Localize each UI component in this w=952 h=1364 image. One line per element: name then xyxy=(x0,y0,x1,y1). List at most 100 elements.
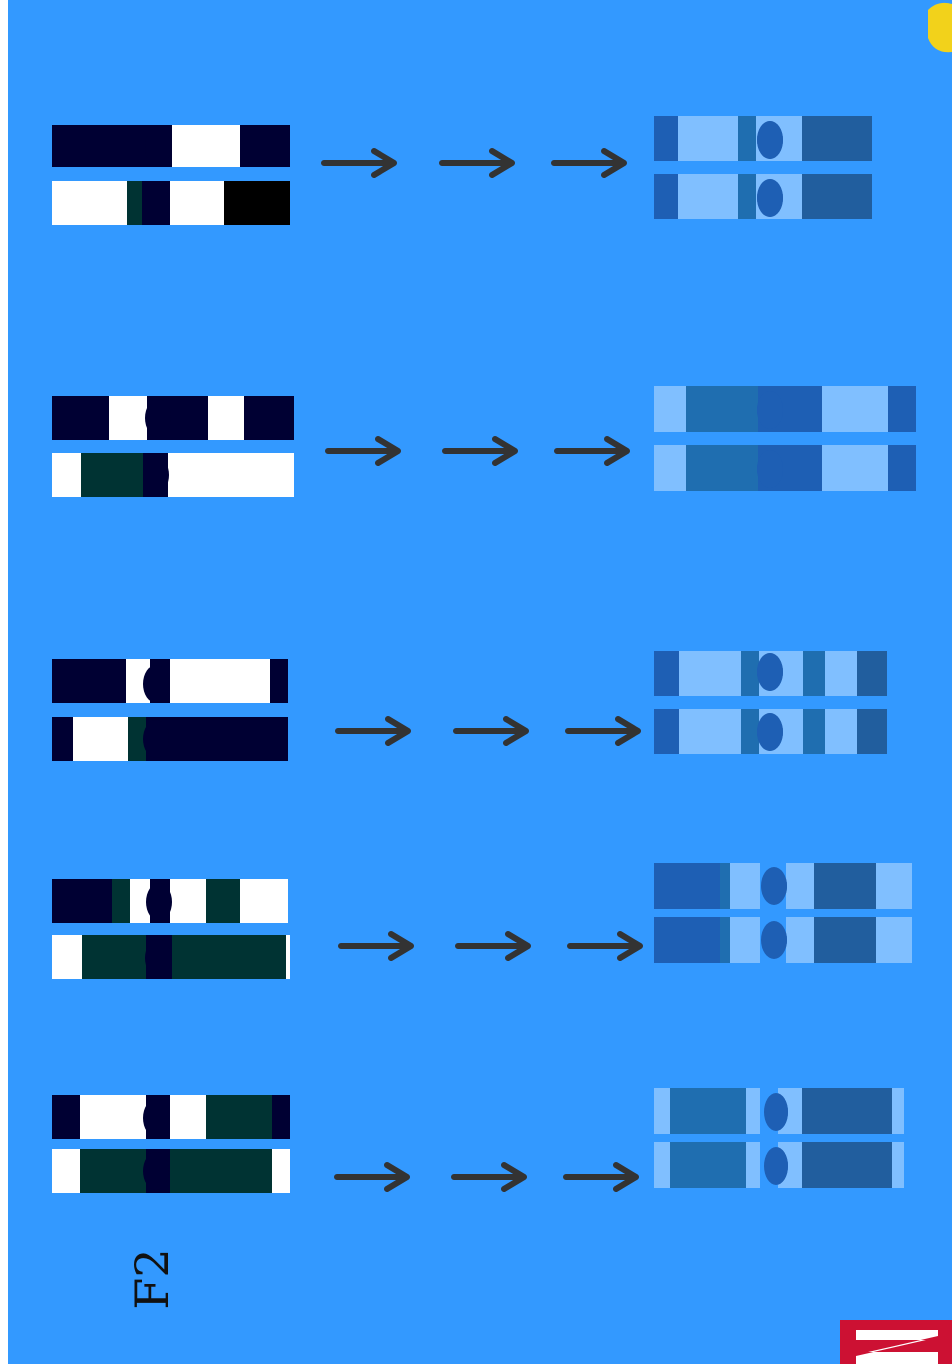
centromere-icon xyxy=(143,184,169,222)
parent-chromosome-segment xyxy=(52,453,81,497)
offspring-chromosome-segment xyxy=(654,445,686,491)
chromosome-panel xyxy=(8,0,952,1364)
centromere-icon xyxy=(143,1099,169,1137)
offspring-chromosome-segment xyxy=(803,651,825,696)
parent-chromosome-segment xyxy=(73,717,128,761)
parent-chromosome-segment xyxy=(52,125,147,167)
parent-chromosome-segment xyxy=(270,659,288,703)
offspring-chromosome-segment xyxy=(654,386,686,432)
offspring-chromosome-segment xyxy=(730,863,760,909)
offspring-chromosome-segment xyxy=(686,445,758,491)
offspring-chromosome-segment xyxy=(746,1142,760,1188)
parent-chromosome-segment xyxy=(127,181,142,225)
centromere-icon xyxy=(145,939,171,977)
offspring-chromosome-segment xyxy=(670,1142,746,1188)
corner-logo-icon xyxy=(928,2,952,53)
offspring-chromosome-segment xyxy=(746,1088,760,1134)
right-arrow-icon xyxy=(335,716,411,746)
parent-chromosome-segment xyxy=(272,1149,290,1193)
right-arrow-icon xyxy=(563,1162,639,1192)
offspring-chromosome-segment xyxy=(802,1088,892,1134)
parent-chromosome-segment xyxy=(52,1149,80,1193)
parent-chromosome-segment xyxy=(52,181,127,225)
offspring-chromosome-segment xyxy=(720,917,730,963)
parent-chromosome-segment xyxy=(81,453,143,497)
parent-chromosome-segment xyxy=(206,879,240,923)
right-arrow-icon xyxy=(451,1162,527,1192)
offspring-chromosome-segment xyxy=(678,116,738,161)
offspring-chromosome-segment xyxy=(786,386,822,432)
offspring-chromosome-segment xyxy=(679,651,741,696)
parent-chromosome-segment xyxy=(224,181,290,225)
parent-chromosome-segment xyxy=(128,717,146,761)
centromere-icon xyxy=(143,720,169,758)
centromere-icon xyxy=(145,128,171,166)
parent-chromosome-segment xyxy=(172,935,286,979)
right-arrow-icon xyxy=(321,148,397,178)
offspring-chromosome-segment xyxy=(654,1142,670,1188)
offspring-chromosome-segment xyxy=(654,1088,670,1134)
generation-label: F2 xyxy=(125,1248,179,1310)
parent-chromosome-segment xyxy=(208,396,244,440)
right-arrow-icon xyxy=(338,931,414,961)
offspring-chromosome-segment xyxy=(814,863,876,909)
centromere-icon xyxy=(145,399,171,437)
parent-chromosome-segment xyxy=(170,1095,206,1139)
parent-chromosome-segment xyxy=(52,879,112,923)
parent-chromosome-segment xyxy=(206,1095,272,1139)
offspring-chromosome-segment xyxy=(857,651,887,696)
parent-chromosome-segment xyxy=(170,879,206,923)
right-arrow-icon xyxy=(551,148,627,178)
offspring-chromosome-segment xyxy=(892,1142,904,1188)
parent-chromosome-segment xyxy=(172,717,288,761)
right-arrow-icon xyxy=(567,931,643,961)
parent-chromosome-segment xyxy=(52,659,126,703)
parent-chromosome-segment xyxy=(286,935,290,979)
centromere-icon xyxy=(761,921,787,959)
offspring-chromosome-segment xyxy=(825,651,857,696)
offspring-chromosome-segment xyxy=(730,917,760,963)
centromere-icon xyxy=(146,883,172,921)
parent-chromosome-segment xyxy=(272,1095,290,1139)
offspring-chromosome-segment xyxy=(654,709,679,754)
offspring-chromosome-segment xyxy=(741,709,759,754)
parent-chromosome-segment xyxy=(170,659,270,703)
centromere-icon xyxy=(764,1093,788,1131)
offspring-chromosome-segment xyxy=(822,386,888,432)
right-arrow-icon xyxy=(325,436,401,466)
offspring-chromosome-segment xyxy=(814,917,876,963)
offspring-chromosome-segment xyxy=(654,651,679,696)
parent-chromosome-segment xyxy=(112,879,130,923)
parent-chromosome-segment xyxy=(172,125,240,167)
offspring-chromosome-segment xyxy=(888,386,916,432)
offspring-chromosome-segment xyxy=(802,174,872,219)
offspring-chromosome-segment xyxy=(738,116,756,161)
centromere-icon xyxy=(757,179,783,217)
right-arrow-icon xyxy=(554,436,630,466)
right-arrow-icon xyxy=(565,716,641,746)
offspring-chromosome-segment xyxy=(892,1088,904,1134)
centromere-icon xyxy=(757,391,783,429)
parent-chromosome-segment xyxy=(80,1095,146,1139)
parent-chromosome-segment xyxy=(80,1149,146,1193)
parent-chromosome-segment xyxy=(52,396,109,440)
centromere-icon xyxy=(143,665,169,703)
corner-logo-letter-icon xyxy=(856,1330,938,1364)
offspring-chromosome-segment xyxy=(822,445,888,491)
offspring-chromosome-segment xyxy=(802,116,872,161)
offspring-chromosome-segment xyxy=(654,116,678,161)
parent-chromosome-segment xyxy=(175,396,208,440)
centromere-icon xyxy=(143,456,169,494)
centromere-icon xyxy=(757,450,783,488)
parent-chromosome-segment xyxy=(130,879,150,923)
offspring-chromosome-segment xyxy=(786,445,822,491)
offspring-chromosome-segment xyxy=(802,1142,892,1188)
parent-chromosome-segment xyxy=(82,935,146,979)
offspring-chromosome-segment xyxy=(654,863,720,909)
right-arrow-icon xyxy=(442,436,518,466)
centromere-icon xyxy=(143,1152,169,1190)
parent-chromosome-segment xyxy=(244,396,294,440)
offspring-chromosome-segment xyxy=(720,863,730,909)
offspring-chromosome-segment xyxy=(876,917,912,963)
